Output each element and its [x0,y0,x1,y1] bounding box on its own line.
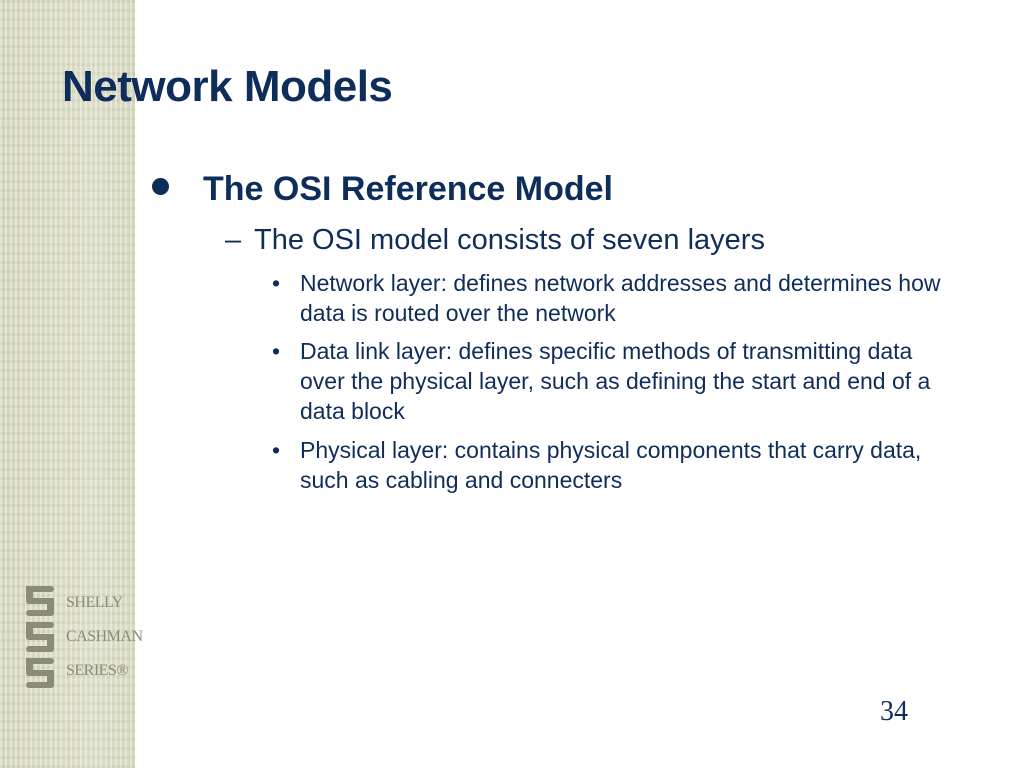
logo-line-1: SHELLY [66,594,123,611]
decorative-sidebar [0,0,135,768]
bullet-level1-text: The OSI Reference Model [203,170,613,208]
logo-line-3: SERIES® [66,662,128,679]
logo-wordmark: SHELLY CASHMAN SERIES® [66,586,143,688]
bullet-level3-text: Data link layer: defines specific method… [300,338,931,424]
small-bullet-icon: • [272,270,281,296]
shelly-cashman-s-icon [26,586,54,688]
bullet-level2-text: The OSI model consists of seven layers [254,224,765,256]
small-bullet-icon: • [272,437,281,463]
logo-line-2: CASHMAN [66,628,143,645]
bullet-level3-text: Physical layer: contains physical compon… [300,437,922,493]
bullet-level3-text: Network layer: defines network addresses… [300,270,941,326]
dash-bullet-icon: – [225,224,242,256]
slide-title: Network Models [62,62,393,111]
small-bullet-icon: • [272,338,281,364]
page-number: 34 [880,696,908,727]
sidebar-texture [0,0,135,768]
shelly-cashman-logo: SHELLY CASHMAN SERIES® [24,584,143,694]
bullet-dot-icon [152,178,169,195]
